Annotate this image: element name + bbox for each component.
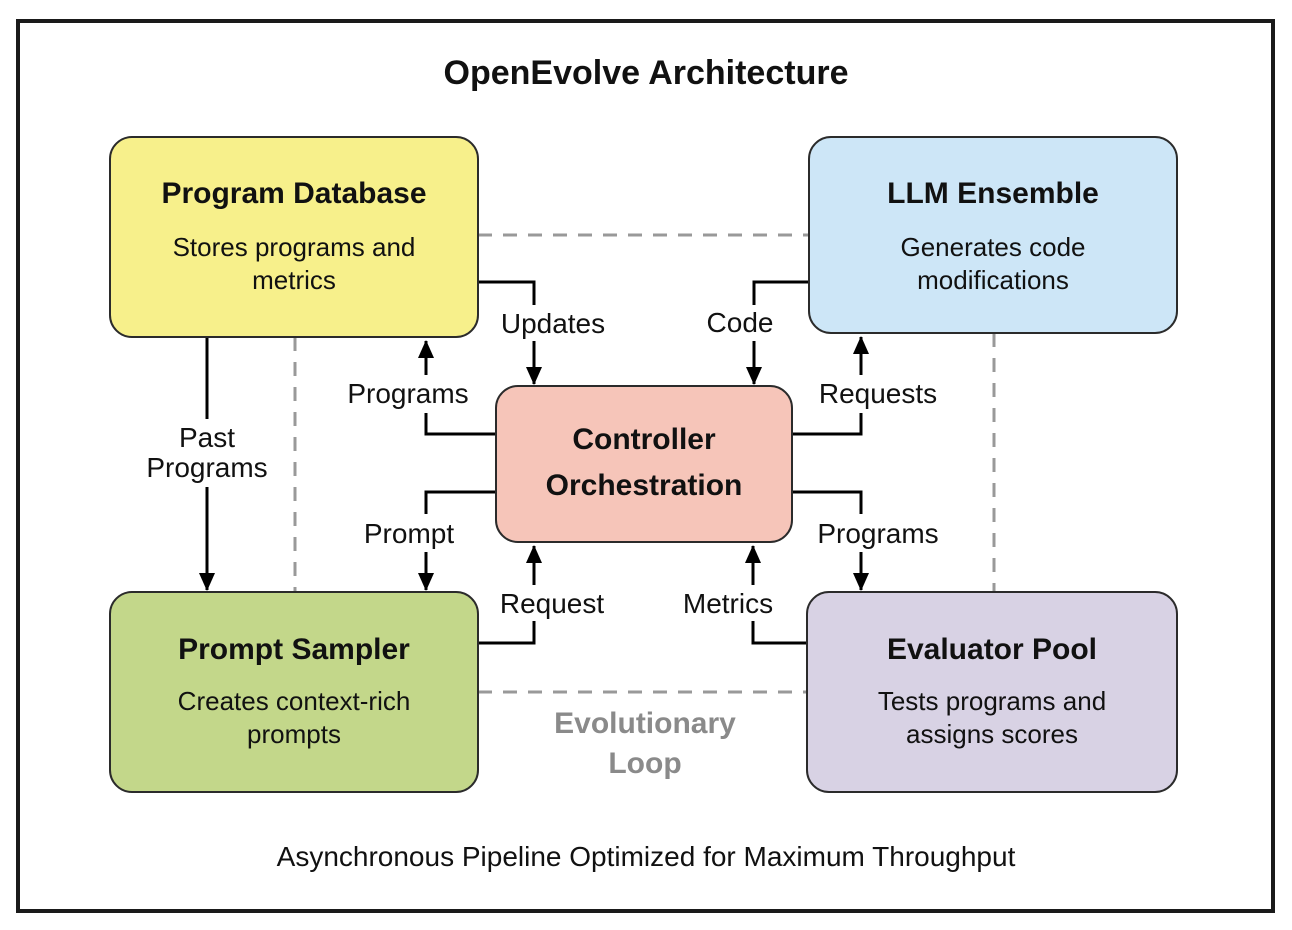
evaluator-pool-subtitle-line1: Tests programs and	[878, 686, 1106, 716]
edge-prompt-label: Prompt	[364, 518, 454, 549]
controller-box	[495, 385, 793, 543]
program-database-subtitle-line1: Stores programs and	[173, 232, 416, 262]
program-database-subtitle-line2: metrics	[252, 265, 336, 295]
edge-metrics: Metrics	[683, 545, 807, 645]
diagram-border	[16, 19, 1275, 913]
edge-metrics-elbow	[751, 621, 807, 645]
edge-programs-db-elbow	[424, 413, 496, 436]
edge-request: Request	[478, 545, 605, 645]
page-title: OpenEvolve Architecture	[444, 54, 849, 92]
node-llm-ensemble: LLM Ensemble Generates code modification…	[808, 136, 1178, 334]
prompt-sampler-title: Prompt Sampler	[178, 633, 410, 666]
evaluator-pool-subtitle-line2: assigns scores	[906, 719, 1078, 749]
edge-prompt-elbow	[424, 490, 496, 514]
controller-title-line2: Orchestration	[546, 469, 743, 502]
edge-request-label: Request	[500, 588, 605, 619]
edge-requests: Requests	[792, 336, 937, 436]
edge-updates-elbow	[478, 280, 536, 305]
diagram-caption: Asynchronous Pipeline Optimized for Maxi…	[277, 841, 1016, 872]
edge-programs-db-label: Programs	[347, 378, 468, 409]
edge-request-elbow	[478, 621, 536, 645]
evaluator-pool-box	[806, 591, 1178, 793]
node-prompt-sampler: Prompt Sampler Creates context-rich prom…	[109, 591, 479, 793]
edge-metrics-label: Metrics	[683, 588, 773, 619]
evolutionary-loop-dashes	[293, 233, 996, 694]
evolutionary-loop-label: Evolutionary Loop	[554, 707, 736, 780]
prompt-sampler-subtitle-line2: prompts	[247, 719, 341, 749]
llm-ensemble-title: LLM Ensemble	[887, 177, 1099, 210]
edge-programs-eval-elbow	[792, 490, 863, 514]
edge-updates-label: Updates	[501, 308, 605, 339]
node-evaluator-pool: Evaluator Pool Tests programs and assign…	[806, 591, 1178, 793]
loop-label-line1: Evolutionary	[554, 707, 736, 740]
edge-programs-eval-label: Programs	[817, 518, 938, 549]
edge-requests-label: Requests	[819, 378, 937, 409]
controller-title-line1: Controller	[572, 423, 716, 456]
edge-prompt: Prompt	[364, 490, 496, 591]
edge-programs-to-evaluator: Programs	[792, 490, 939, 591]
evaluator-pool-title: Evaluator Pool	[887, 633, 1097, 666]
node-program-database: Program Database Stores programs and met…	[109, 136, 479, 338]
llm-ensemble-box	[808, 136, 1178, 334]
loop-label-line2: Loop	[608, 747, 681, 780]
prompt-sampler-box	[109, 591, 479, 793]
edge-requests-elbow	[792, 413, 863, 436]
edge-past-programs-label-line2: Programs	[146, 452, 267, 483]
edge-code-label: Code	[707, 307, 774, 338]
edge-code-elbow	[752, 280, 810, 305]
program-database-box	[109, 136, 479, 338]
edge-updates: Updates	[478, 280, 605, 385]
llm-ensemble-subtitle-line1: Generates code	[900, 232, 1085, 262]
node-controller-orchestration: Controller Orchestration	[495, 385, 793, 543]
edge-code: Code	[707, 280, 810, 385]
llm-ensemble-subtitle-line2: modifications	[917, 265, 1069, 295]
prompt-sampler-subtitle-line1: Creates context-rich	[178, 686, 411, 716]
edge-past-programs-label-line1: Past	[179, 422, 235, 453]
edge-past-programs: Past Programs	[146, 337, 268, 591]
edge-programs-to-database: Programs	[347, 340, 496, 436]
program-database-title: Program Database	[161, 177, 426, 210]
